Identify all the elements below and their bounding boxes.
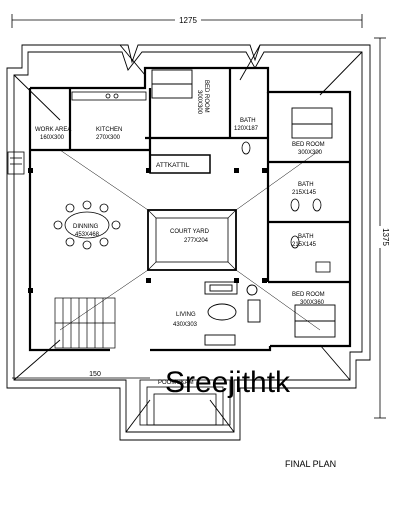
overall-depth-label: 1375	[381, 228, 390, 246]
columns	[28, 168, 267, 293]
bath-top-size: 120X187	[234, 126, 259, 132]
living-name: LIVING	[176, 312, 196, 318]
work-area-name: WORK AREA	[35, 127, 71, 133]
poomukam-name: POOMUKAM	[158, 380, 194, 386]
ridge-lines	[59, 149, 321, 331]
court-yard-size: 277X204	[184, 238, 209, 244]
bath-top-name: BATH	[240, 118, 256, 124]
bedroom-right-size: 300X360	[300, 300, 325, 306]
final-plan-caption: FINAL PLAN	[285, 459, 336, 469]
living-furniture	[204, 281, 261, 346]
dinning-size: 453X468	[75, 232, 100, 238]
staircase	[54, 297, 116, 349]
work-area-size: 160X300	[40, 135, 65, 141]
bath-mid1-size: 215X145	[292, 190, 317, 196]
room-labels: WORK AREA 160X300 KITCHEN 270X300 BED RO…	[35, 80, 325, 386]
court-yard	[147, 209, 237, 271]
top-dimension: 1275	[11, 13, 363, 28]
bedroom-small-name: BED ROOM	[203, 80, 209, 113]
attkattil-name: ATTKATTIL	[156, 162, 190, 169]
overall-width-label: 1275	[179, 16, 197, 25]
roof-outline	[6, 44, 371, 441]
kitchen-name: KITCHEN	[96, 127, 122, 133]
bedroom-top-size: 300X300	[298, 150, 323, 156]
bath-mid2-name: BATH	[298, 234, 314, 240]
dinning-name: DINNING	[73, 224, 99, 230]
bedroom-right-name: BED ROOM	[292, 292, 325, 298]
beds	[151, 69, 336, 338]
watermark-text: Sreejithtk	[165, 366, 291, 399]
walls	[28, 66, 352, 352]
living-size: 430X303	[173, 322, 198, 328]
entrance-steps	[7, 151, 231, 426]
dining-table	[53, 200, 121, 250]
bath-fixtures	[241, 141, 331, 273]
bedroom-small-size: 300X300	[196, 90, 202, 115]
sitout-width-label: 150	[89, 371, 101, 378]
kitchen-counter	[71, 91, 147, 101]
sitout-dimension: 150	[12, 371, 150, 379]
bedroom-top-name: BED ROOM	[292, 142, 325, 148]
bath-mid1-name: BATH	[298, 182, 314, 188]
right-dimension: 1375	[373, 37, 390, 419]
court-yard-name: COURT YARD	[170, 229, 210, 235]
kitchen-size: 270X300	[96, 135, 121, 141]
bath-mid2-size: 215X145	[292, 242, 317, 248]
